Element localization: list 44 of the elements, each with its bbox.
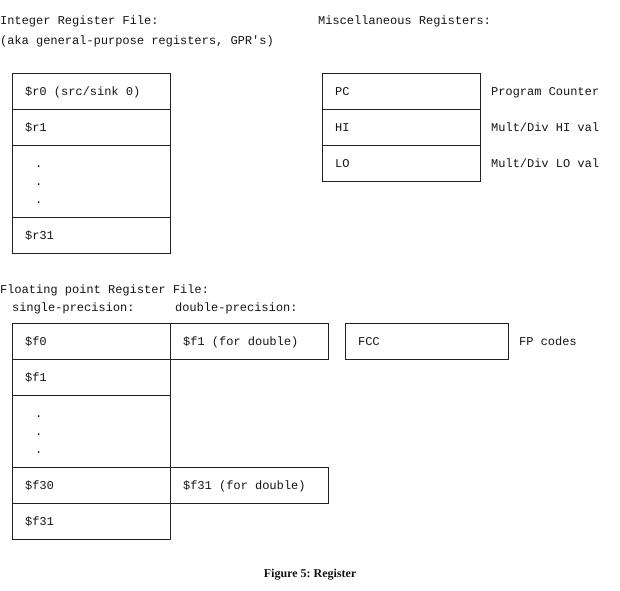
register-description: Mult/Div HI val: [491, 120, 600, 136]
register-name: $r1: [25, 120, 48, 136]
section-heading: single-precision:: [12, 301, 134, 315]
register-name: HI: [335, 120, 350, 136]
register-cell: [12, 217, 171, 254]
register-cell: [12, 359, 171, 396]
register-cell: [322, 109, 481, 146]
ellipsis-dot: .: [34, 424, 44, 440]
register-cell: [12, 145, 171, 218]
register-description: Program Counter: [491, 84, 600, 100]
register-cell: [12, 395, 171, 468]
register-cell: [170, 467, 329, 504]
ellipsis-dot: .: [34, 406, 44, 422]
ellipsis-dot: .: [34, 192, 44, 208]
register-description: Mult/Div LO val: [491, 156, 600, 172]
section-heading: double-precision:: [175, 301, 298, 315]
register-cell: [12, 323, 171, 360]
register-cell: [12, 73, 171, 110]
section-heading: Floating point Register File:: [0, 283, 209, 297]
register-name: $f1 (for double): [183, 334, 300, 350]
ellipsis-dot: .: [34, 174, 44, 190]
register-name: $f30: [25, 478, 55, 494]
register-name: $r31: [25, 228, 55, 244]
register-name: $r0 (src/sink 0): [25, 84, 142, 100]
ellipsis-dot: .: [34, 442, 44, 458]
register-name: LO: [335, 156, 350, 172]
register-name: $f31: [25, 514, 55, 530]
figure-caption: Figure 5: Register: [262, 566, 358, 581]
register-name: PC: [335, 84, 350, 100]
register-name: $f1: [25, 370, 48, 386]
section-heading: Miscellaneous Registers:: [318, 14, 491, 28]
register-name: FCC: [358, 334, 381, 350]
ellipsis-dot: .: [34, 156, 44, 172]
register-cell: [12, 503, 171, 540]
register-name: $f0: [25, 334, 48, 350]
register-description: FP codes: [519, 334, 577, 350]
register-cell: [170, 323, 329, 360]
register-cell: [12, 109, 171, 146]
section-heading: (aka general-purpose registers, GPR's): [0, 34, 274, 48]
register-cell: [322, 73, 481, 110]
section-heading: Integer Register File:: [0, 14, 158, 28]
register-cell: [345, 323, 509, 360]
register-cell: [322, 145, 481, 182]
register-name: $f31 (for double): [183, 478, 306, 494]
